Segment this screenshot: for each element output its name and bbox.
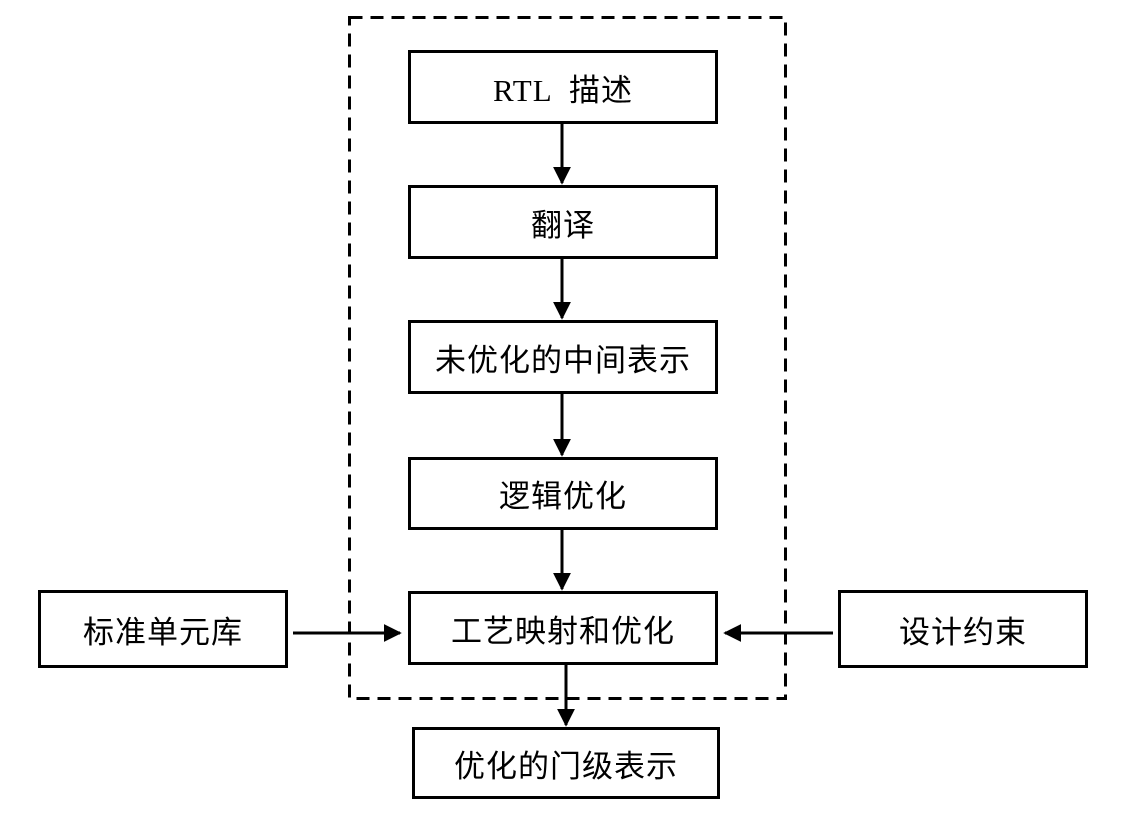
node-logic-optimization: 逻辑优化	[408, 457, 718, 530]
node-unoptimized-intermediate-representation: 未优化的中间表示	[408, 320, 718, 394]
node-design-constraints-label: 设计约束	[899, 614, 1027, 650]
node-logic-optimization-label: 逻辑优化	[499, 479, 627, 514]
node-rtl-description-label: RTL 描述	[492, 72, 634, 108]
node-translation: 翻译	[408, 185, 718, 259]
node-translation-label: 翻译	[531, 207, 595, 243]
node-rtl-description: RTL 描述	[408, 50, 718, 124]
node-tech-mapping-label: 工艺映射和优化	[451, 613, 675, 649]
node-optimized-gate-level-representation: 优化的门级表示	[412, 727, 720, 799]
node-standard-cell-library-label: 标准单元库	[83, 614, 243, 650]
node-design-constraints: 设计约束	[838, 590, 1088, 668]
node-optimized-gate-level-label: 优化的门级表示	[454, 748, 678, 784]
node-standard-cell-library: 标准单元库	[38, 590, 288, 668]
node-unoptimized-ir-label: 未优化的中间表示	[435, 342, 691, 378]
node-technology-mapping-and-optimization: 工艺映射和优化	[408, 591, 718, 665]
